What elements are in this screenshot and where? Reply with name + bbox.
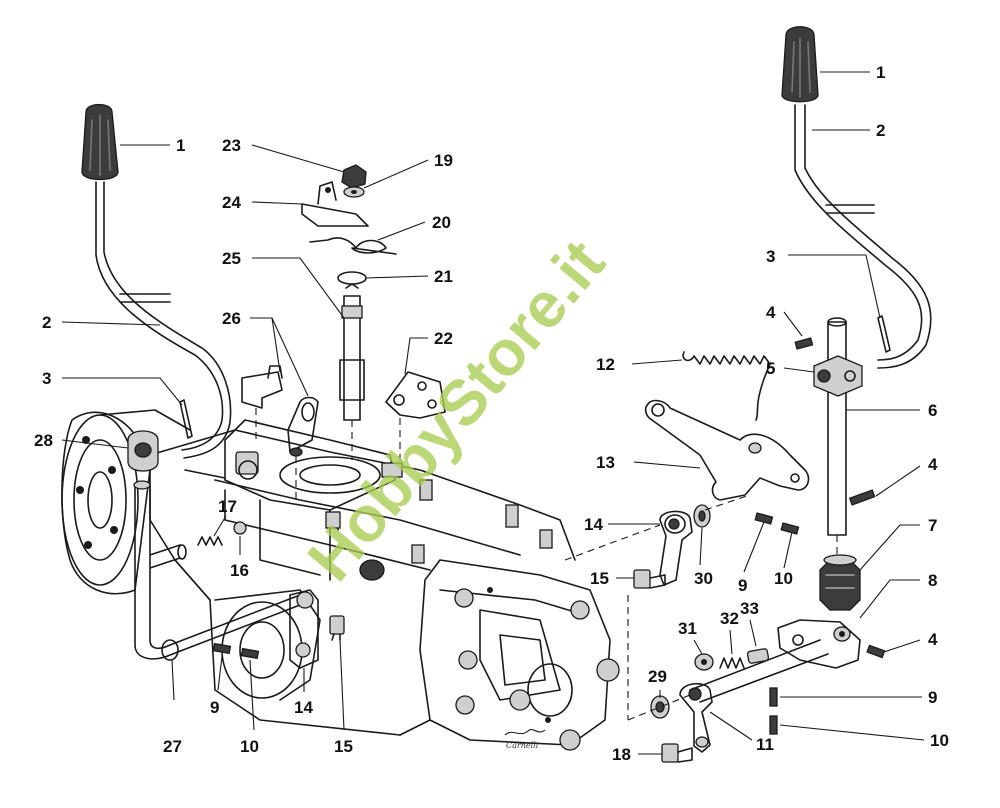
callout-right-lever: 2 <box>876 121 885 140</box>
artist-signature: Carnelli <box>506 741 539 750</box>
transmission-housing <box>61 409 620 751</box>
leader-lines <box>61 71 925 755</box>
callout-rod-27: 27 <box>163 737 182 756</box>
callout-pin-4-mid: 4 <box>928 455 938 474</box>
callout-pin-10-left: 10 <box>240 737 259 756</box>
callout-left-pin: 3 <box>42 369 51 388</box>
callout-ring-21: 21 <box>434 267 453 286</box>
callout-washer-31: 31 <box>678 619 697 638</box>
callout-shaft-25: 25 <box>222 249 241 268</box>
callout-screw-15-right: 15 <box>590 569 609 588</box>
callout-bracket-24: 24 <box>222 193 241 212</box>
callout-screw-18: 18 <box>612 745 631 764</box>
callout-pin-9-mid: 9 <box>738 576 747 595</box>
callout-pin-33: 33 <box>740 599 759 618</box>
callout-arm-14-left: 14 <box>294 698 313 717</box>
callout-arm-13: 13 <box>596 453 615 472</box>
callout-plate-22: 22 <box>434 329 453 348</box>
callout-spring-20: 20 <box>432 213 451 232</box>
callout-rod-6: 6 <box>928 401 937 420</box>
callout-pin-4-top: 4 <box>766 303 776 322</box>
callout-block-5: 5 <box>766 359 775 378</box>
callout-collar-28: 28 <box>34 431 53 450</box>
callout-left-lever: 2 <box>42 313 51 332</box>
callout-arm-14-right: 14 <box>584 515 603 534</box>
callout-screw-15-left: 15 <box>334 737 353 756</box>
left-lever-assembly <box>81 103 345 669</box>
callout-right-pin: 3 <box>766 247 775 266</box>
callout-left-knob: 1 <box>176 136 185 155</box>
callout-bushing-30: 30 <box>694 569 713 588</box>
callout-labels: 1 2 3 28 17 16 27 9 10 14 15 23 19 24 20… <box>34 63 949 764</box>
callout-washer-16: 16 <box>230 561 249 580</box>
callout-right-knob: 1 <box>876 63 885 82</box>
callout-pin-10-right: 10 <box>930 731 949 750</box>
right-lever-assembly <box>689 26 932 735</box>
callout-bracket-8: 8 <box>928 571 937 590</box>
callout-nut-23: 23 <box>222 136 241 155</box>
callout-bushing-29: 29 <box>648 667 667 686</box>
callout-spring-17: 17 <box>218 497 237 516</box>
callout-pin-4-low: 4 <box>928 630 938 649</box>
callout-pin-10-mid: 10 <box>774 569 793 588</box>
callout-pin-9-left: 9 <box>210 698 219 717</box>
center-shaft-assembly <box>241 164 446 500</box>
right-center-linkage <box>564 351 810 763</box>
callout-bracket-26: 26 <box>222 309 241 328</box>
callout-spring-32: 32 <box>720 609 739 628</box>
callout-guide-7: 7 <box>928 516 937 535</box>
callout-arm-11: 11 <box>756 735 774 754</box>
callout-washer-19: 19 <box>434 151 453 170</box>
callout-spring-12: 12 <box>596 355 615 374</box>
callout-pin-9-right: 9 <box>928 688 937 707</box>
